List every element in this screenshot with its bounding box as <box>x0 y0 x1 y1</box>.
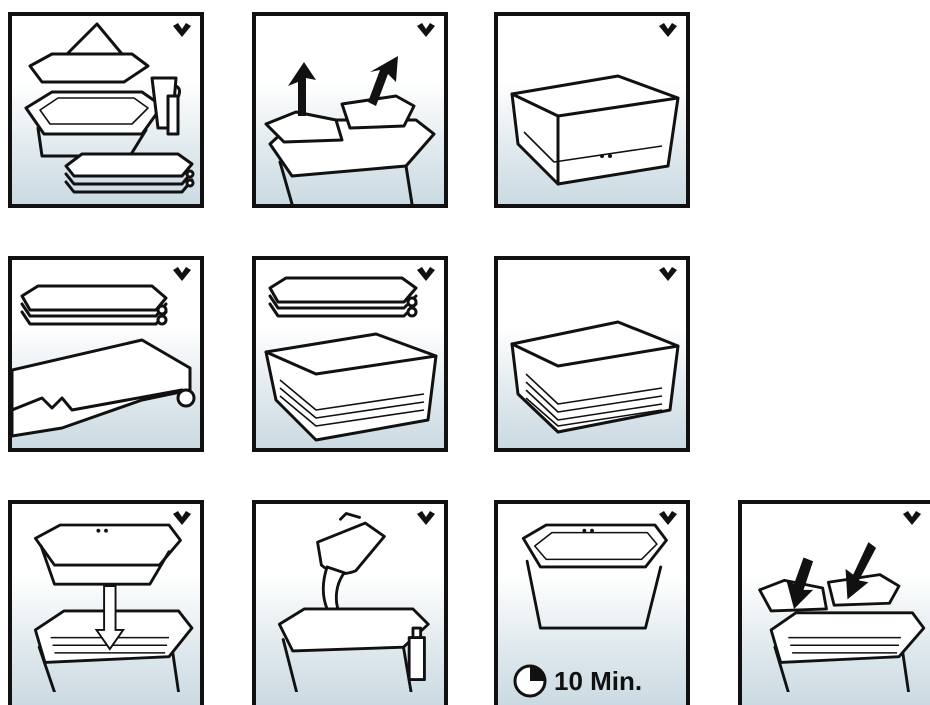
trays-stack-illustration <box>12 260 200 448</box>
basket-parts-illustration <box>12 16 200 204</box>
check-icon <box>416 510 436 526</box>
check-icon <box>416 22 436 38</box>
insert-sieve-illustration <box>12 504 200 692</box>
clock-icon <box>512 663 548 699</box>
remove-lids-illustration <box>256 16 444 204</box>
step-9-panel: 10 Min. <box>494 500 690 705</box>
check-icon <box>172 510 192 526</box>
check-icon <box>172 22 192 38</box>
timer-label: 10 Min. <box>554 666 642 697</box>
step-8-panel <box>252 500 448 705</box>
check-icon <box>658 510 678 526</box>
empty-basket-illustration <box>498 16 686 204</box>
step-1-panel <box>8 12 204 208</box>
replace-lids-illustration <box>742 504 930 692</box>
step-5-panel <box>252 256 448 452</box>
check-icon <box>658 22 678 38</box>
step-3-panel <box>494 12 690 208</box>
step-6-panel <box>494 256 690 452</box>
trays-in-basket-illustration <box>498 260 686 448</box>
step-7-panel <box>8 500 204 705</box>
check-icon <box>172 266 192 282</box>
step-10-panel <box>738 500 930 705</box>
check-icon <box>416 266 436 282</box>
pour-solution-illustration <box>256 504 444 692</box>
check-icon <box>902 510 922 526</box>
step-2-panel <box>252 12 448 208</box>
insert-trays-illustration <box>256 260 444 448</box>
step-4-panel <box>8 256 204 452</box>
timer-indicator: 10 Min. <box>512 663 642 699</box>
check-icon <box>658 266 678 282</box>
